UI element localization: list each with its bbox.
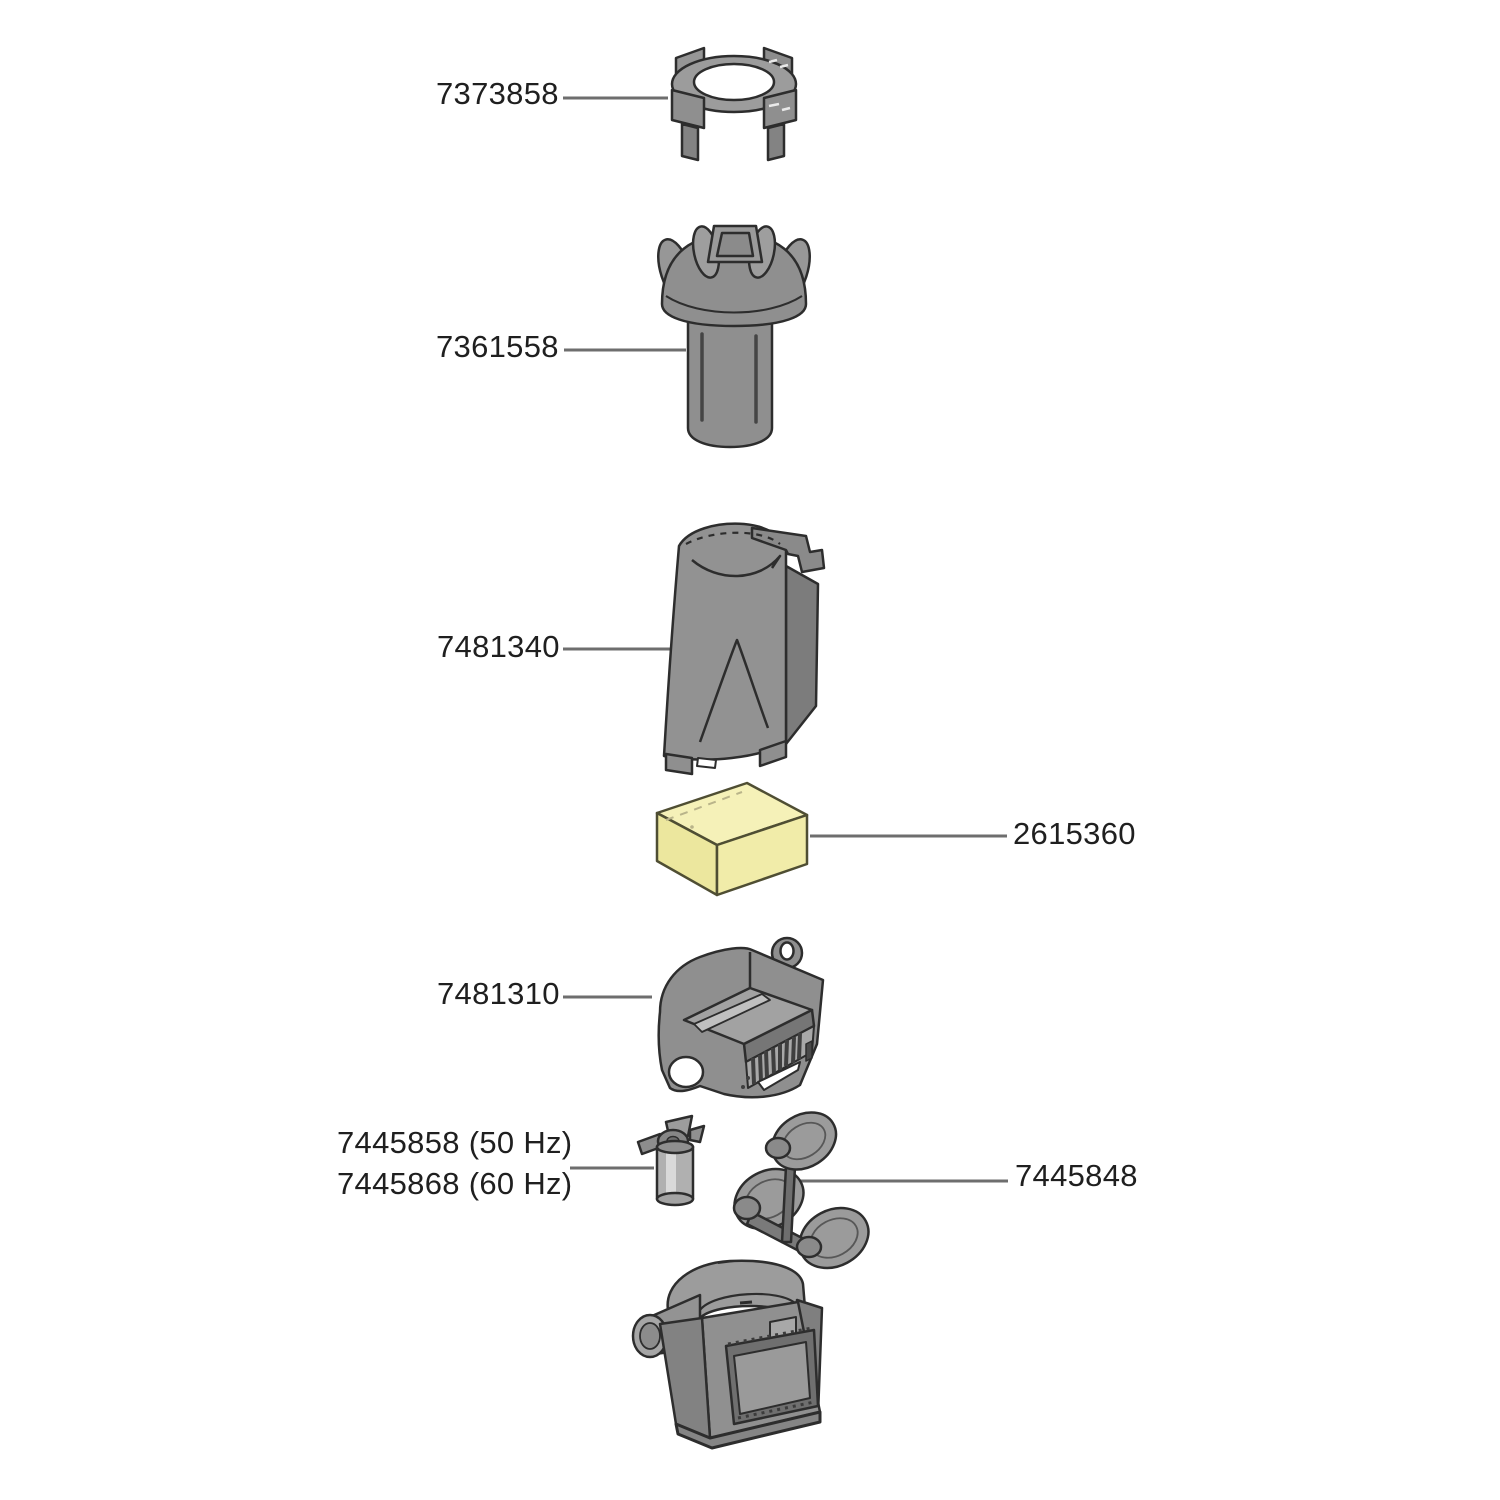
cable-notch [667,1055,705,1089]
vent-slats [751,1032,802,1085]
cover-bottom-slot [696,757,717,769]
pump-cover-drawing [662,522,826,776]
frame-clamp-drawing [670,46,798,162]
pump-body-drawing [631,1259,824,1450]
part-number-pump-cover: 7481340 [437,629,560,664]
arrow-cutout [757,1061,801,1091]
frame-clamp-slots [768,58,791,112]
rotor-slots [700,332,758,424]
part-number-rotor-cap: 7361558 [436,329,559,364]
part-number-filter-foam: 2615360 [1013,816,1136,851]
leader-lines [563,96,1008,1183]
part-number-motor-housing: 7481310 [437,976,560,1011]
foam-front-face [715,813,809,897]
impeller-drawing [636,1114,706,1207]
motor-housing-drawing [657,936,825,1099]
part-number-frame-clamp: 7373858 [436,76,559,111]
part-number-impeller-50hz: 7445858 (50 Hz) [337,1125,573,1160]
suction-cup-set-drawing [732,1111,870,1270]
part-number-impeller: 7445858 (50 Hz) 7445868 (60 Hz) [337,1122,572,1204]
rotor-cap-drawing [657,224,811,449]
filter-foam-drawing [655,781,809,897]
part-number-impeller-60hz: 7445868 (60 Hz) [337,1166,573,1201]
hanger-eyelet-hole [779,941,795,961]
part-number-suction-cup-set: 7445848 [1015,1158,1138,1193]
